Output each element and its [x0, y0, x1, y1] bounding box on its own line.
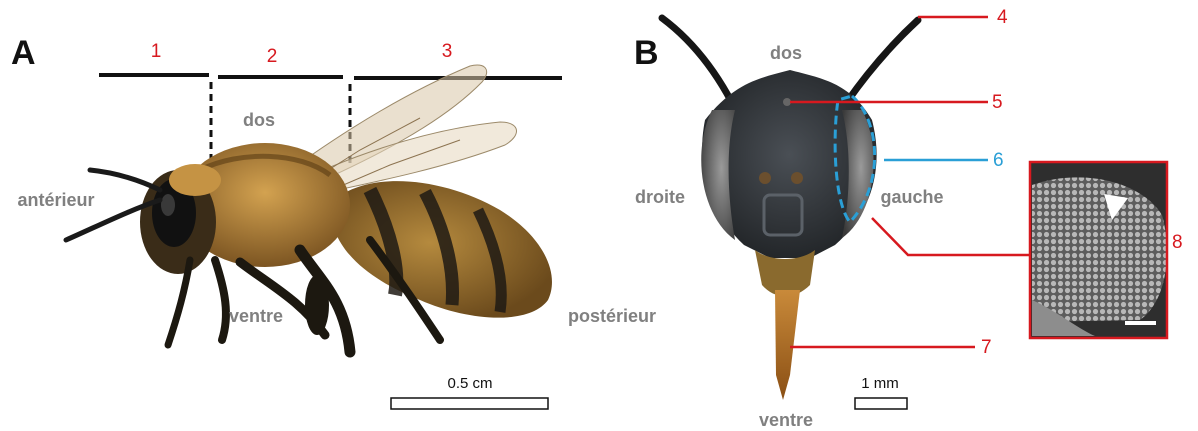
callout-8-label: 8	[1172, 232, 1183, 253]
a-ventral-label: ventre	[229, 306, 283, 326]
bee-side-view-image	[66, 65, 552, 352]
scale-bar-b-label: 1 mm	[861, 375, 899, 392]
compound-eye-sem-inset	[1030, 162, 1167, 338]
segment-3-label: 3	[442, 41, 453, 62]
a-dorsal-label: dos	[243, 110, 275, 130]
a-posterior-label: postérieur	[568, 306, 656, 326]
b-left-label: gauche	[880, 187, 943, 207]
b-dorsal-label: dos	[770, 43, 802, 63]
segment-2-label: 2	[267, 46, 278, 67]
scale-bar-a	[391, 398, 548, 409]
callout-5-label: 5	[992, 92, 1003, 113]
scale-bar-a-label: 0.5 cm	[447, 375, 492, 392]
b-right-label: droite	[635, 187, 685, 207]
a-anterior-label: antérieur	[17, 190, 94, 210]
panel-b-label: B	[634, 34, 659, 72]
scale-bar-b	[855, 398, 907, 409]
panel-a-label: A	[11, 34, 36, 72]
segment-1-label: 1	[151, 41, 162, 62]
callout-6-label: 6	[993, 150, 1004, 171]
b-ventral-label: ventre	[759, 410, 813, 430]
bee-head-frontal-image	[662, 18, 918, 400]
callout-7-label: 7	[981, 337, 992, 358]
callout-4-label: 4	[997, 7, 1008, 28]
